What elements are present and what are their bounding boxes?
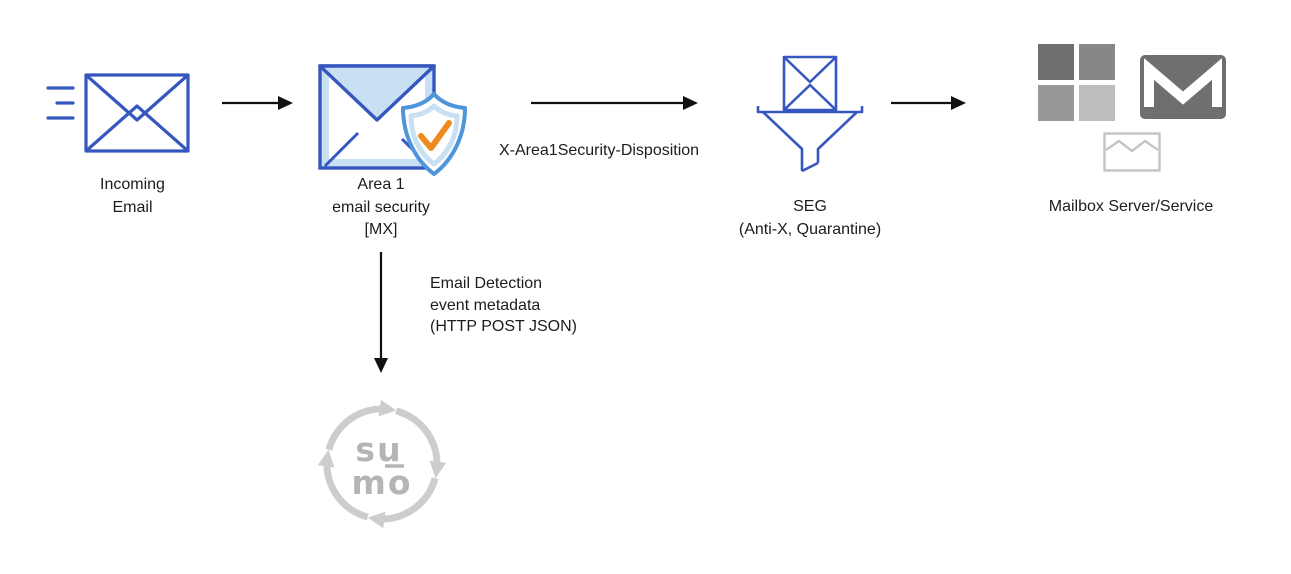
metadata-label: Email Detection event metadata (HTTP POS… bbox=[430, 273, 577, 338]
seg-label-line2: (Anti-X, Quarantine) bbox=[738, 220, 882, 238]
area1-label-line3: [MX] bbox=[364, 221, 398, 238]
envelope-outline bbox=[782, 55, 838, 112]
area1-label-line1: Area 1 bbox=[357, 176, 405, 193]
metadata-label-line1: Email Detection bbox=[430, 275, 543, 292]
metadata-label-line2: event metadata bbox=[430, 296, 541, 314]
arrow-down-icon bbox=[374, 252, 388, 373]
edge-seg-to-mailbox bbox=[891, 93, 967, 113]
funnel-outline bbox=[756, 106, 864, 173]
edge-incoming-to-area1 bbox=[222, 93, 294, 113]
incoming-email-icon bbox=[46, 73, 190, 153]
incoming-email-label-line1: Incoming bbox=[100, 176, 165, 193]
disposition-label: X-Area1Security-Disposition bbox=[499, 142, 700, 159]
metadata-label-line3: (HTTP POST JSON) bbox=[430, 318, 577, 335]
circular-arrows-icon bbox=[317, 399, 447, 529]
gmail-icon-wrap bbox=[1140, 55, 1226, 119]
seg-label: SEG (Anti-X, Quarantine) bbox=[726, 196, 894, 241]
node-area1 bbox=[318, 64, 472, 182]
seg-funnel-icon bbox=[756, 55, 864, 173]
gmail-icon bbox=[1140, 55, 1226, 119]
node-mailbox bbox=[1038, 44, 1116, 122]
mailbox-label: Mailbox Server/Service bbox=[1048, 198, 1214, 215]
incoming-email-label: Incoming Email bbox=[60, 174, 205, 219]
edge-area1-to-seg bbox=[531, 93, 699, 113]
area1-label-line2: email security bbox=[332, 198, 430, 216]
microsoft-logo-icon bbox=[1038, 44, 1115, 121]
edge-area1-to-sumo bbox=[372, 252, 390, 374]
arrow-right-icon bbox=[891, 96, 966, 110]
node-incoming-email bbox=[46, 72, 191, 154]
sumo-logic-logo: su mo bbox=[317, 399, 447, 529]
seg-label-line1: SEG bbox=[793, 198, 827, 215]
node-sumo-logic: su mo bbox=[313, 395, 451, 533]
small-envelope-wrap bbox=[1103, 132, 1161, 172]
incoming-email-label-line2: Email bbox=[112, 198, 153, 216]
arrow-right-icon bbox=[222, 96, 293, 110]
speed-lines bbox=[46, 86, 75, 120]
arrow-right-icon bbox=[531, 96, 698, 110]
envelope-outline bbox=[84, 73, 190, 153]
shield-check-icon bbox=[401, 92, 467, 176]
area1-envelope-shield-icon bbox=[318, 64, 467, 176]
area1-label: Area 1 email security [MX] bbox=[316, 174, 446, 242]
sumo-text-top: su bbox=[355, 430, 402, 469]
sumo-text-bottom: mo bbox=[351, 463, 412, 502]
envelope-gray-icon bbox=[1103, 132, 1161, 172]
node-seg bbox=[756, 55, 864, 174]
